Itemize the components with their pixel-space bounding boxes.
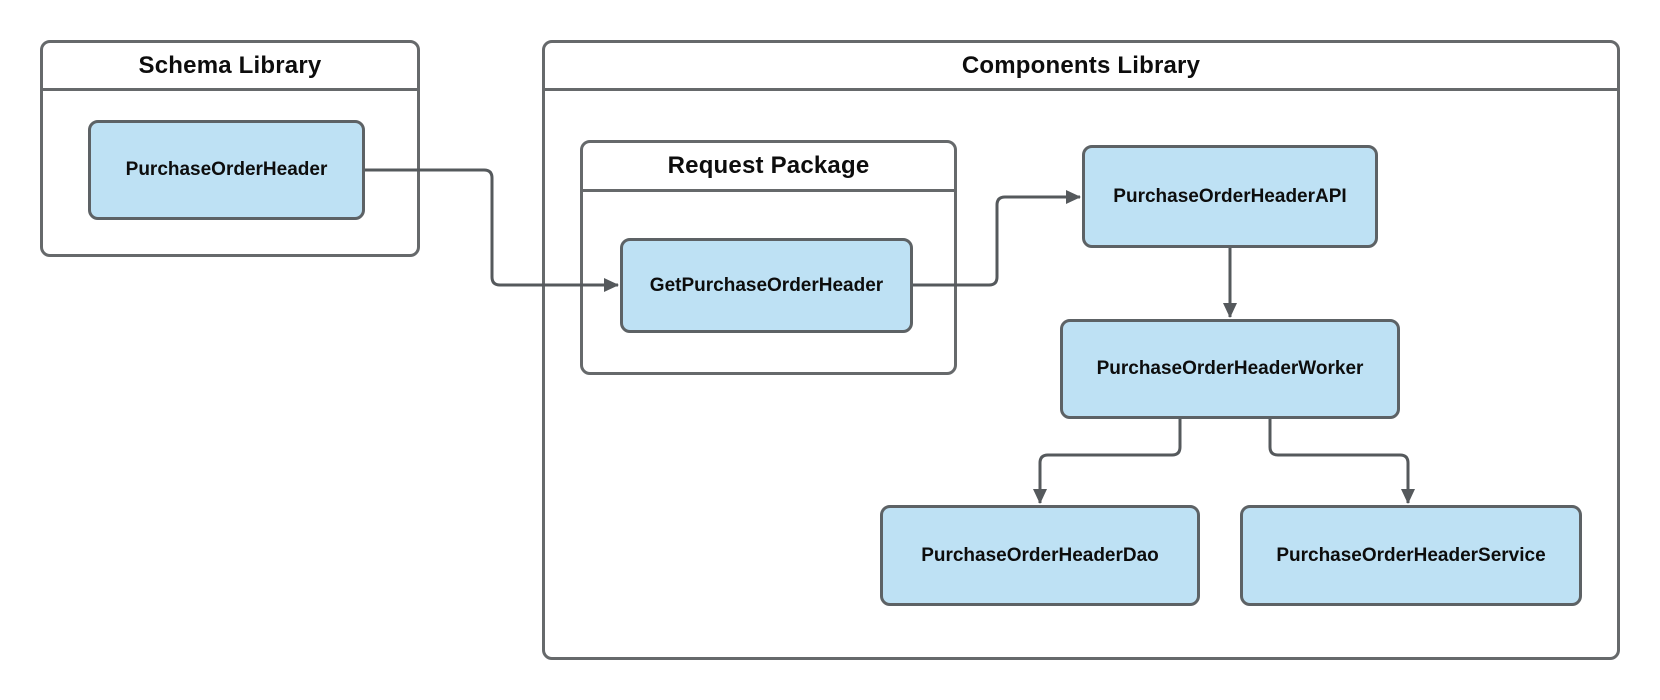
node-purchase-order-header-api-label: PurchaseOrderHeaderAPI	[1113, 185, 1347, 207]
node-purchase-order-header-worker: PurchaseOrderHeaderWorker	[1060, 319, 1400, 419]
node-get-purchase-order-header: GetPurchaseOrderHeader	[620, 238, 913, 333]
node-purchase-order-header: PurchaseOrderHeader	[88, 120, 365, 220]
node-purchase-order-header-service-label: PurchaseOrderHeaderService	[1276, 544, 1546, 566]
node-purchase-order-header-label: PurchaseOrderHeader	[125, 159, 328, 180]
node-purchase-order-header-dao-label: PurchaseOrderHeaderDao	[921, 544, 1159, 566]
node-get-purchase-order-header-label: GetPurchaseOrderHeader	[649, 274, 884, 296]
request-package-title: Request Package	[583, 143, 954, 192]
node-purchase-order-header-service: PurchaseOrderHeaderService	[1240, 505, 1582, 606]
components-library-title: Components Library	[545, 43, 1617, 91]
node-purchase-order-header-worker-label: PurchaseOrderHeaderWorker	[1096, 358, 1364, 379]
node-purchase-order-header-api: PurchaseOrderHeaderAPI	[1082, 145, 1378, 248]
schema-library-title: Schema Library	[43, 43, 417, 91]
node-purchase-order-header-dao: PurchaseOrderHeaderDao	[880, 505, 1200, 606]
